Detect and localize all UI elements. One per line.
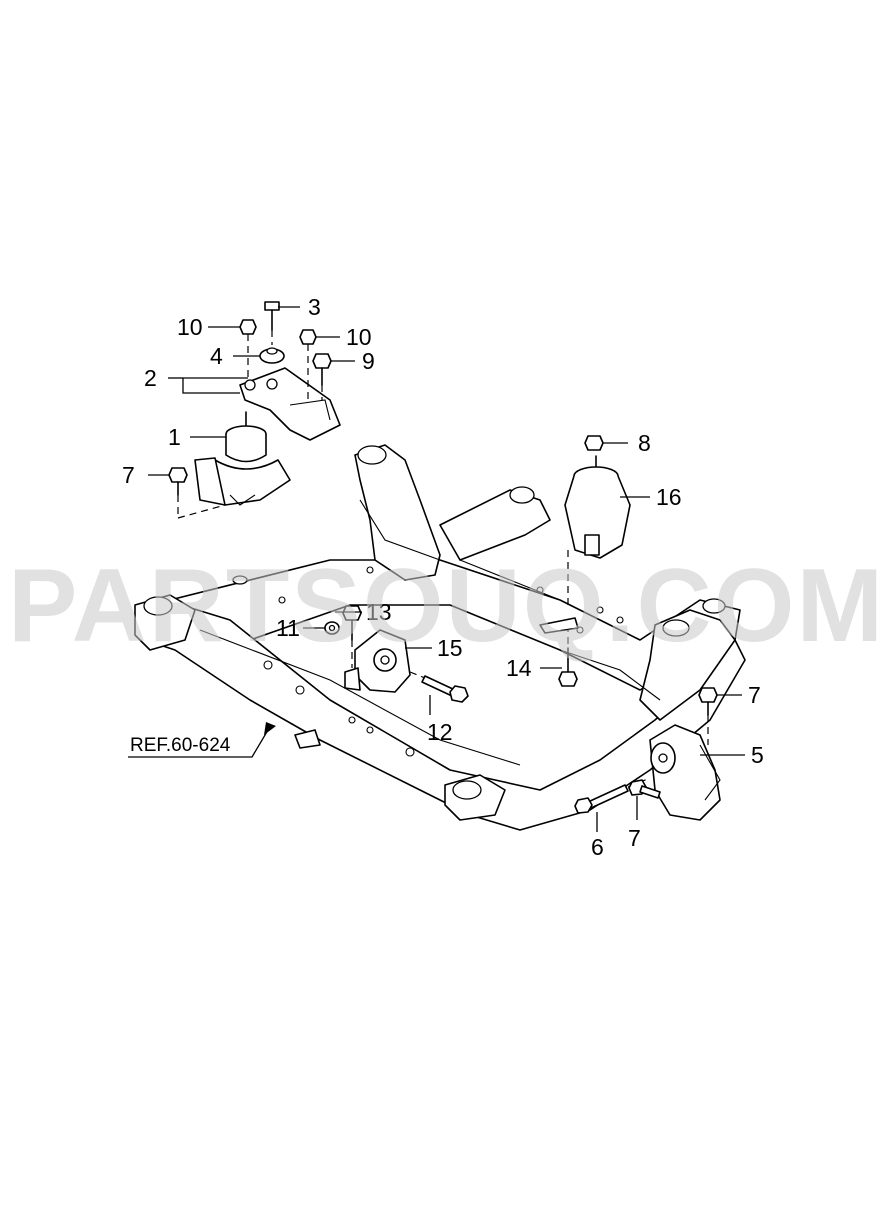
callout-10-left: 10 [177,314,203,340]
callout-11: 11 [276,615,300,641]
callout-1: 1 [168,424,181,450]
callout-7-lower-right: 7 [628,825,641,851]
callout-7-left: 7 [122,462,135,488]
callout-labels: 3 10 10 4 9 2 1 7 8 16 13 11 15 14 7 12 … [122,294,764,860]
bolt-part-9 [312,353,332,400]
bolt-part-14 [539,617,579,687]
engine-mount-part-16 [564,435,631,610]
callout-2: 2 [144,365,157,391]
engine-mount-part-15 [344,629,411,693]
callout-4: 4 [210,343,223,369]
leader-lines [128,306,745,832]
callout-16: 16 [656,484,682,510]
callout-7-upper-right: 7 [748,682,761,708]
callout-9: 9 [362,348,375,374]
front-subframe [134,444,746,831]
callout-6: 6 [591,834,604,860]
callout-15: 15 [437,635,463,661]
callout-13: 13 [366,599,392,625]
callout-5: 5 [751,742,764,768]
callout-3: 3 [308,294,321,320]
reference-label: REF.60-624 [130,735,231,756]
callout-12: 12 [427,719,453,745]
callout-8: 8 [638,430,651,456]
callout-10-right: 10 [346,324,372,350]
bolt-part-13 [342,605,362,668]
engine-mount-part-5 [649,724,721,821]
bolt-part-3 [264,301,280,345]
bracket-assembly-part-2 [239,347,341,441]
bolt-part-7-lower-right [628,779,661,799]
callout-14: 14 [506,655,532,681]
bolt-part-12 [409,671,469,703]
watermark: PARTSOUQ.COM [8,548,885,664]
bolt-part-7-upper-right [698,687,718,745]
engine-mount-part-1 [194,411,291,506]
